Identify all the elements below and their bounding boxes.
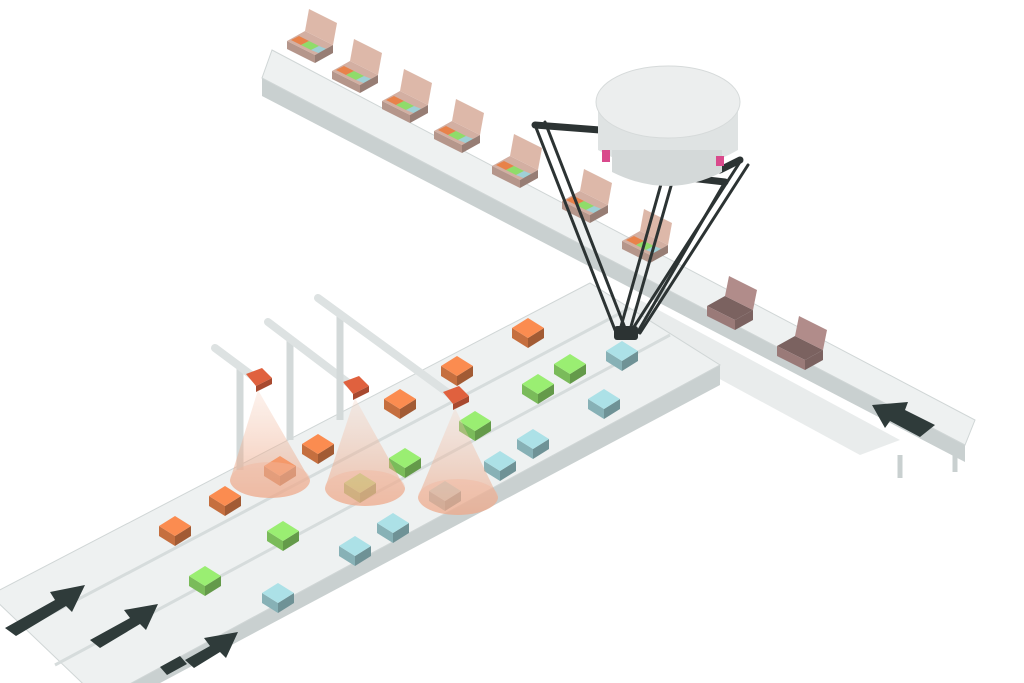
- item-blue: [517, 429, 549, 459]
- robot-accent: [602, 150, 610, 162]
- output-conveyor-shadow: [620, 300, 900, 455]
- robot-arms: [531, 120, 750, 337]
- item-blue: [262, 583, 294, 613]
- light-cone: [325, 398, 405, 506]
- robot-gripper: [614, 326, 638, 340]
- item-blue: [588, 389, 620, 419]
- camera-gantries: [211, 294, 469, 470]
- camera-light-cones: [230, 390, 498, 515]
- tray-filled: [434, 99, 484, 153]
- item-green: [267, 521, 299, 551]
- camera-icon: [246, 368, 272, 392]
- item-orange: [302, 434, 334, 464]
- item-blue: [377, 513, 409, 543]
- item-green: [522, 374, 554, 404]
- item-orange: [159, 516, 191, 546]
- camera-icon: [443, 386, 469, 410]
- tray-filled: [287, 9, 337, 63]
- flow-arrow-icon: [872, 402, 935, 437]
- tray-filled: [492, 134, 542, 188]
- tray-filled: [332, 39, 382, 93]
- light-spot: [418, 479, 498, 515]
- tray-empty: [777, 316, 827, 370]
- item-green: [554, 354, 586, 384]
- delta-robot: [531, 65, 750, 340]
- item-green: [189, 566, 221, 596]
- flow-arrow-icon: [5, 585, 85, 636]
- flow-arrow-icon: [90, 604, 158, 648]
- light-cone: [418, 408, 498, 515]
- output-conveyor: [261, 9, 976, 478]
- item-orange: [384, 389, 416, 419]
- output-conveyor-side: [262, 78, 965, 462]
- robot-lower-body: [612, 150, 722, 186]
- item-blue: [606, 341, 638, 371]
- light-spot: [230, 462, 310, 498]
- lane-divider: [19, 306, 631, 632]
- item-orange: [441, 356, 473, 386]
- camera-icon: [343, 376, 369, 400]
- gantry-beam: [314, 294, 459, 402]
- item-blue: [484, 451, 516, 481]
- flow-arrow-icon: [185, 632, 238, 668]
- item-green: [389, 448, 421, 478]
- light-spot: [325, 470, 405, 506]
- light-cone: [230, 390, 310, 498]
- item-orange: [209, 486, 241, 516]
- robot-accent: [716, 156, 724, 166]
- robot-top-cover: [595, 65, 741, 139]
- item-blue: [339, 536, 371, 566]
- item-orange: [512, 318, 544, 348]
- flow-arrow-stub-icon: [160, 656, 187, 675]
- tray-filled: [382, 69, 432, 123]
- tray-empty: [707, 276, 757, 330]
